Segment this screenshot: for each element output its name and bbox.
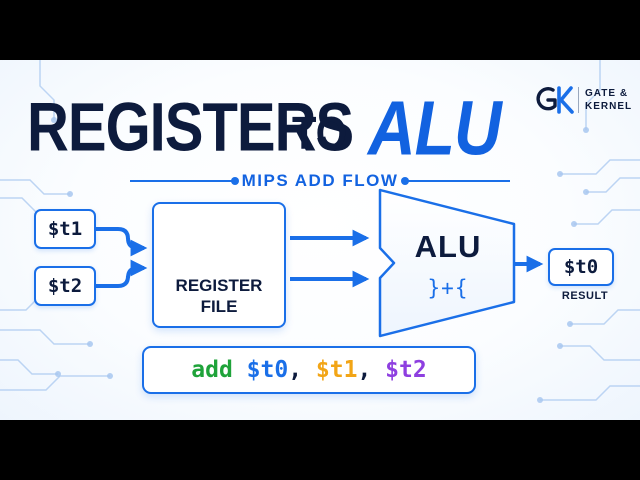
instruction-src2: $t2 [385, 357, 427, 383]
logo-text-line1: GATE & [585, 88, 629, 99]
alu-shape [378, 188, 516, 338]
arrow-t1-to-regfile [96, 227, 148, 257]
instruction-box: add $t0, $t1, $t2 [142, 346, 476, 394]
register-t2-box: $t2 [34, 266, 96, 306]
logo-text-line2: KERNEL [585, 101, 633, 112]
subtitle-dot-left [231, 177, 239, 185]
register-file-label-line1: REGISTER [175, 276, 263, 295]
register-t0-box: $t0 [548, 248, 614, 286]
register-file-box: REGISTER FILE [152, 202, 286, 328]
arrow-t2-to-regfile [96, 259, 148, 288]
title-registers: REGISTERS [27, 89, 354, 166]
instruction-src1: $t1 [315, 357, 358, 383]
subtitle-rule-left [130, 180, 235, 182]
subtitle-row: MIPS ADD FLOW [130, 168, 510, 194]
instruction-separator-2: , [357, 357, 386, 383]
register-t2-label: $t2 [47, 275, 83, 297]
title: REGISTERS TO ALU [0, 85, 640, 171]
alu-operation: }+{ [427, 276, 469, 300]
instruction-dest: $t0 [246, 357, 289, 383]
title-to: TO [292, 108, 347, 160]
subtitle: MIPS ADD FLOW [241, 171, 399, 190]
register-t1-label: $t1 [47, 218, 83, 240]
instruction-line: add $t0, $t1, $t2 [144, 348, 474, 392]
register-t1-box: $t1 [34, 209, 96, 249]
result-caption: RESULT [561, 290, 609, 302]
instruction-opcode: add [191, 357, 233, 383]
circuit-background [0, 60, 640, 403]
register-file-label-line2: FILE [200, 297, 238, 316]
channel-logo: GATE & KERNEL [536, 80, 636, 120]
register-t0-label: $t0 [563, 256, 599, 278]
gk-logo-icon [536, 86, 574, 114]
logo-divider [578, 87, 579, 113]
thumbnail-card: REGISTERS TO ALU GATE & KERNEL MIPS ADD … [0, 60, 640, 420]
alu-label: ALU [414, 229, 482, 264]
instruction-separator-1: , [288, 357, 316, 383]
subtitle-rule-right [405, 180, 510, 182]
title-alu: ALU [368, 85, 502, 171]
